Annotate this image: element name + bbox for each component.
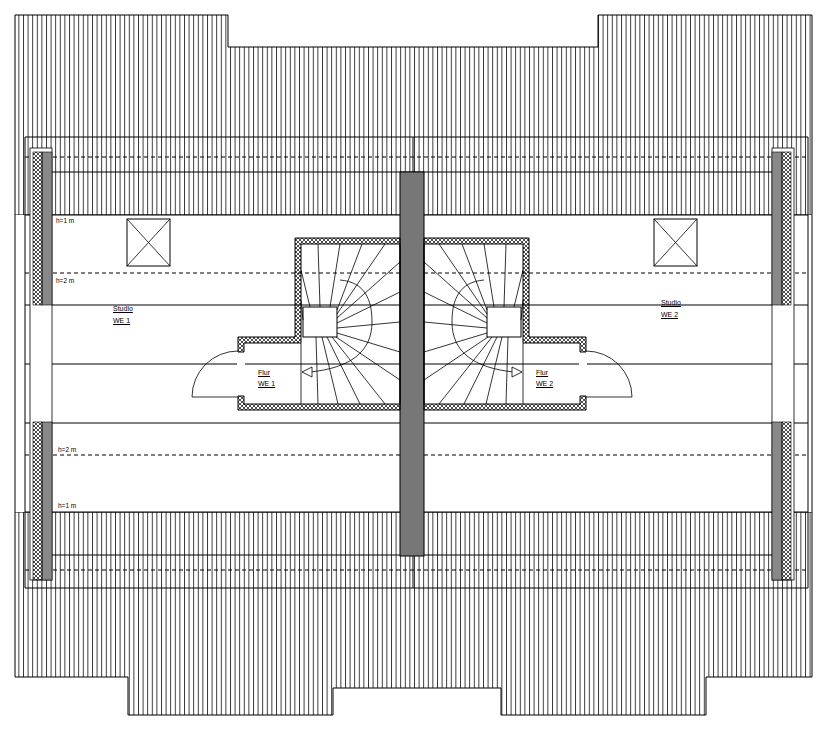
room-name: WE 1 (258, 380, 275, 388)
room-name: WE 1 (113, 317, 130, 325)
half-plan (30, 148, 400, 580)
hallway-box: Flur WE 2 (530, 343, 586, 404)
hallway-box: Flur WE 1 (244, 343, 300, 404)
room-name: WE 2 (661, 311, 678, 319)
party-wall (400, 172, 424, 556)
room-name: Studio (113, 305, 133, 313)
room-name: Studio (661, 299, 681, 307)
room-area: Studio WE 1 Flur WE 1 (52, 216, 400, 511)
room-name: Flur (258, 369, 270, 377)
height-note: h=1 m (55, 217, 75, 224)
height-note: h=2 m (55, 277, 75, 284)
roof-lines (25, 137, 808, 588)
height-note: h=2 m (57, 446, 77, 453)
room-name: Flur (536, 369, 548, 377)
room-area: Studio WE 2 Flur WE 2 (424, 216, 772, 511)
room-name: WE 2 (536, 380, 553, 388)
height-note: h=1 m (57, 502, 77, 509)
